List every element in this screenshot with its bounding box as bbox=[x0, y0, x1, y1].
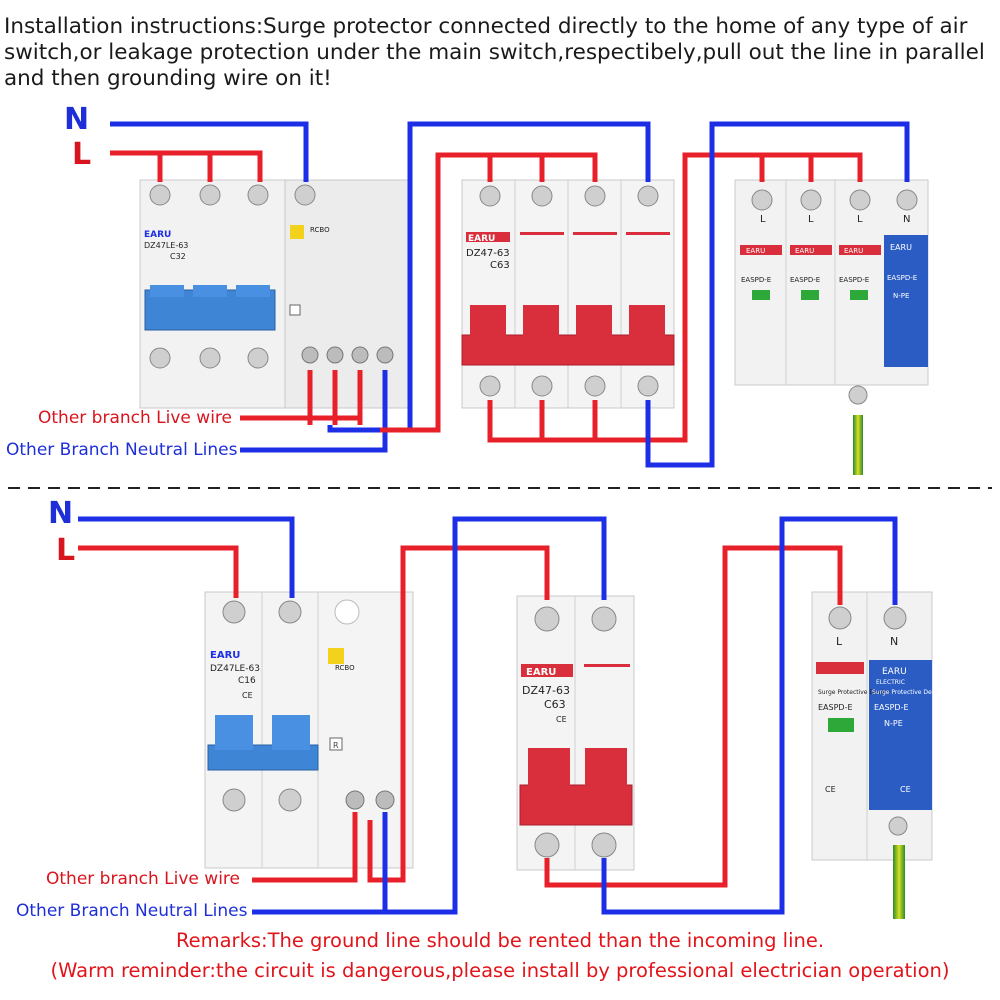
bottom-spd2-brand2: ELECTRIC bbox=[876, 679, 905, 686]
bottom-spd-device bbox=[811, 591, 933, 861]
top-rcbo-rating: C32 bbox=[170, 252, 186, 261]
remarks-line-1: Remarks:The ground line should be rented… bbox=[175, 929, 825, 952]
bottom-mcb-device bbox=[516, 595, 635, 871]
top-mcb-device bbox=[461, 179, 675, 409]
bottom-spd2-model: EASPD-E bbox=[874, 703, 909, 712]
top-spd1-brand: EARU bbox=[746, 247, 765, 255]
bottom-rcbo-brand: EARU bbox=[210, 650, 240, 661]
top-spd2-model: EASPD-E bbox=[790, 276, 820, 284]
top-l-label: L bbox=[72, 137, 92, 172]
top-rcbo-note: RCBO bbox=[310, 226, 330, 234]
bottom-rcbo-device bbox=[204, 591, 414, 869]
bottom-wires bbox=[78, 516, 898, 915]
remarks-line-2: (Warm reminder:the circuit is dangerous,… bbox=[50, 959, 950, 982]
bottom-spd2-ce: CE bbox=[900, 785, 911, 794]
bottom-mcb-rating: C63 bbox=[544, 698, 566, 711]
bottom-branch-live-label: Other branch Live wire bbox=[46, 869, 240, 889]
bottom-rcbo-test: R bbox=[333, 741, 339, 750]
bottom-l-label: L bbox=[56, 533, 76, 568]
top-n-label: N bbox=[64, 102, 90, 137]
bottom-spd1-desc: Surge Protective Device bbox=[818, 689, 890, 696]
top-spd3-brand: EARU bbox=[844, 247, 863, 255]
bottom-n-label: N bbox=[48, 496, 74, 531]
bottom-rcbo-note: RCBO bbox=[335, 664, 355, 672]
top-spd2-brand: EARU bbox=[795, 247, 814, 255]
top-spd1-model: EASPD-E bbox=[741, 276, 771, 284]
top-spd4-model: EASPD-E bbox=[887, 274, 917, 282]
top-ground-wire bbox=[853, 415, 863, 475]
top-spd2-terminal: L bbox=[808, 214, 814, 225]
top-mcb-model: DZ47-63 bbox=[466, 248, 510, 259]
installation-instructions: Installation instructions:Surge protecto… bbox=[4, 14, 985, 91]
bottom-rcbo-ce: CE bbox=[242, 691, 253, 700]
bottom-spd2-terminal: N bbox=[890, 635, 898, 648]
top-mcb-rating: C63 bbox=[490, 260, 510, 271]
bottom-mcb-brand: EARU bbox=[526, 667, 556, 678]
top-wires bbox=[110, 121, 910, 468]
bottom-branch-neutral-label: Other Branch Neutral Lines bbox=[16, 901, 248, 921]
bottom-rcbo-model: DZ47LE-63 bbox=[210, 664, 260, 674]
bottom-spd1-ce: CE bbox=[825, 785, 836, 794]
bottom-rcbo-rating: C16 bbox=[238, 676, 256, 686]
top-mcb-brand: EARU bbox=[468, 234, 495, 244]
top-spd4-sub: N-PE bbox=[893, 292, 909, 300]
top-branch-live-label: Other branch Live wire bbox=[38, 408, 232, 428]
bottom-mcb-ce: CE bbox=[556, 715, 567, 724]
top-rcbo-brand: EARU bbox=[144, 230, 171, 240]
bottom-ground-wire bbox=[893, 845, 905, 919]
top-spd4-brand: EARU bbox=[890, 243, 912, 252]
top-rcbo-model: DZ47LE-63 bbox=[144, 241, 188, 250]
top-rcbo-device bbox=[139, 179, 409, 409]
top-branch-neutral-label: Other Branch Neutral Lines bbox=[6, 440, 238, 460]
bottom-spd2-sub: N-PE bbox=[884, 719, 903, 728]
top-spd3-model: EASPD-E bbox=[839, 276, 869, 284]
bottom-spd1-model: EASPD-E bbox=[818, 703, 853, 712]
top-spd1-terminal: L bbox=[760, 214, 766, 225]
top-spd4-terminal: N bbox=[903, 214, 910, 225]
bottom-mcb-model: DZ47-63 bbox=[522, 684, 570, 697]
bottom-spd2-desc: Surge Protective Device bbox=[872, 689, 944, 696]
top-spd-device bbox=[734, 179, 929, 405]
bottom-spd2-brand: EARU bbox=[882, 667, 907, 677]
bottom-spd1-terminal: L bbox=[836, 635, 843, 648]
top-spd3-terminal: L bbox=[857, 214, 863, 225]
